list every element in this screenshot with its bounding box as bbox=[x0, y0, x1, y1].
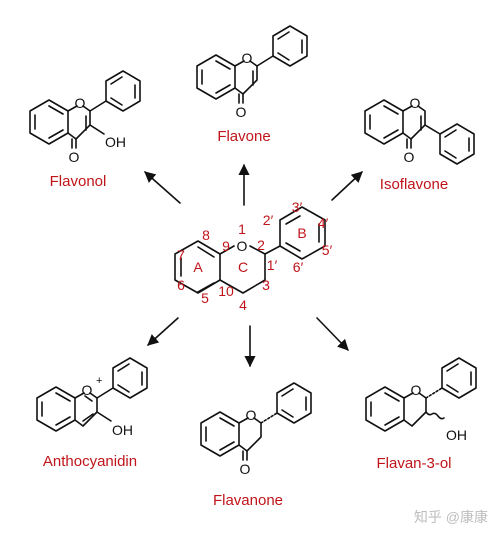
position-4-prime: 4′ bbox=[318, 215, 329, 231]
position-10: 10 bbox=[218, 283, 234, 299]
flavanone-carbonyl-oxygen: O bbox=[240, 461, 251, 477]
arrow-to-anthocyanidin bbox=[147, 317, 179, 346]
core-flavan-structure: O A C B 1 2 3 4 5 6 7 8 9 10 1′ 2′ 3′ 4′… bbox=[174, 199, 333, 313]
core-oxygen-atom: O bbox=[237, 238, 248, 254]
flavonol-structure: O O OH bbox=[29, 70, 141, 165]
anthocyanidin-structure: O + OH bbox=[36, 357, 148, 438]
flavanone-structure: O O bbox=[200, 382, 312, 477]
position-7: 7 bbox=[177, 247, 185, 263]
reaction-arrows bbox=[144, 163, 363, 368]
position-5-prime: 5′ bbox=[322, 242, 333, 258]
anthocyanidin-charge: + bbox=[96, 375, 102, 387]
position-9: 9 bbox=[222, 238, 230, 254]
flavonol-carbonyl-oxygen: O bbox=[69, 149, 80, 165]
position-5: 5 bbox=[201, 290, 209, 306]
flavone-carbonyl-oxygen: O bbox=[236, 104, 247, 120]
position-4: 4 bbox=[239, 297, 247, 313]
flavan-3-ol-structure: O OH bbox=[365, 357, 477, 443]
anthocyanidin-hydroxyl: OH bbox=[112, 422, 133, 438]
flavanone-label: Flavanone bbox=[213, 492, 283, 509]
flavone-structure: O O bbox=[196, 25, 308, 120]
position-1-prime: 1′ bbox=[267, 257, 278, 273]
flavone-label: Flavone bbox=[217, 128, 270, 145]
flavone-ring-oxygen: O bbox=[242, 50, 253, 66]
isoflavone-structure: O O bbox=[364, 95, 475, 165]
position-8: 8 bbox=[202, 227, 210, 243]
position-1: 1 bbox=[238, 221, 246, 237]
isoflavone-ring-oxygen: O bbox=[410, 95, 421, 111]
position-2: 2 bbox=[257, 237, 265, 253]
ring-label-c: C bbox=[238, 259, 248, 275]
flavonol-hydroxyl: OH bbox=[105, 134, 126, 150]
anthocyanidin-ring-oxygen: O bbox=[82, 382, 93, 398]
watermark: 知乎 @康康 bbox=[414, 509, 488, 525]
position-6: 6 bbox=[177, 277, 185, 293]
flavonol-ring-oxygen: O bbox=[75, 95, 86, 111]
arrow-to-flavonol bbox=[144, 171, 181, 204]
position-2-prime: 2′ bbox=[263, 212, 274, 228]
isoflavone-label: Isoflavone bbox=[380, 176, 448, 193]
ring-label-b: B bbox=[297, 225, 306, 241]
flavanone-ring-oxygen: O bbox=[246, 407, 257, 423]
flavan-3-ol-label: Flavan-3-ol bbox=[376, 455, 451, 472]
position-3: 3 bbox=[262, 277, 270, 293]
flavonol-label: Flavonol bbox=[50, 173, 107, 190]
flavan-3-ol-hydroxyl: OH bbox=[446, 427, 467, 443]
ring-label-a: A bbox=[193, 259, 203, 275]
anthocyanidin-label: Anthocyanidin bbox=[43, 453, 137, 470]
arrow-to-flavan-3-ol bbox=[316, 317, 349, 351]
flavan-3-ol-ring-oxygen: O bbox=[411, 382, 422, 398]
position-3-prime: 3′ bbox=[292, 199, 303, 215]
position-6-prime: 6′ bbox=[293, 259, 304, 275]
arrow-to-isoflavone bbox=[331, 171, 363, 201]
isoflavone-carbonyl-oxygen: O bbox=[404, 149, 415, 165]
